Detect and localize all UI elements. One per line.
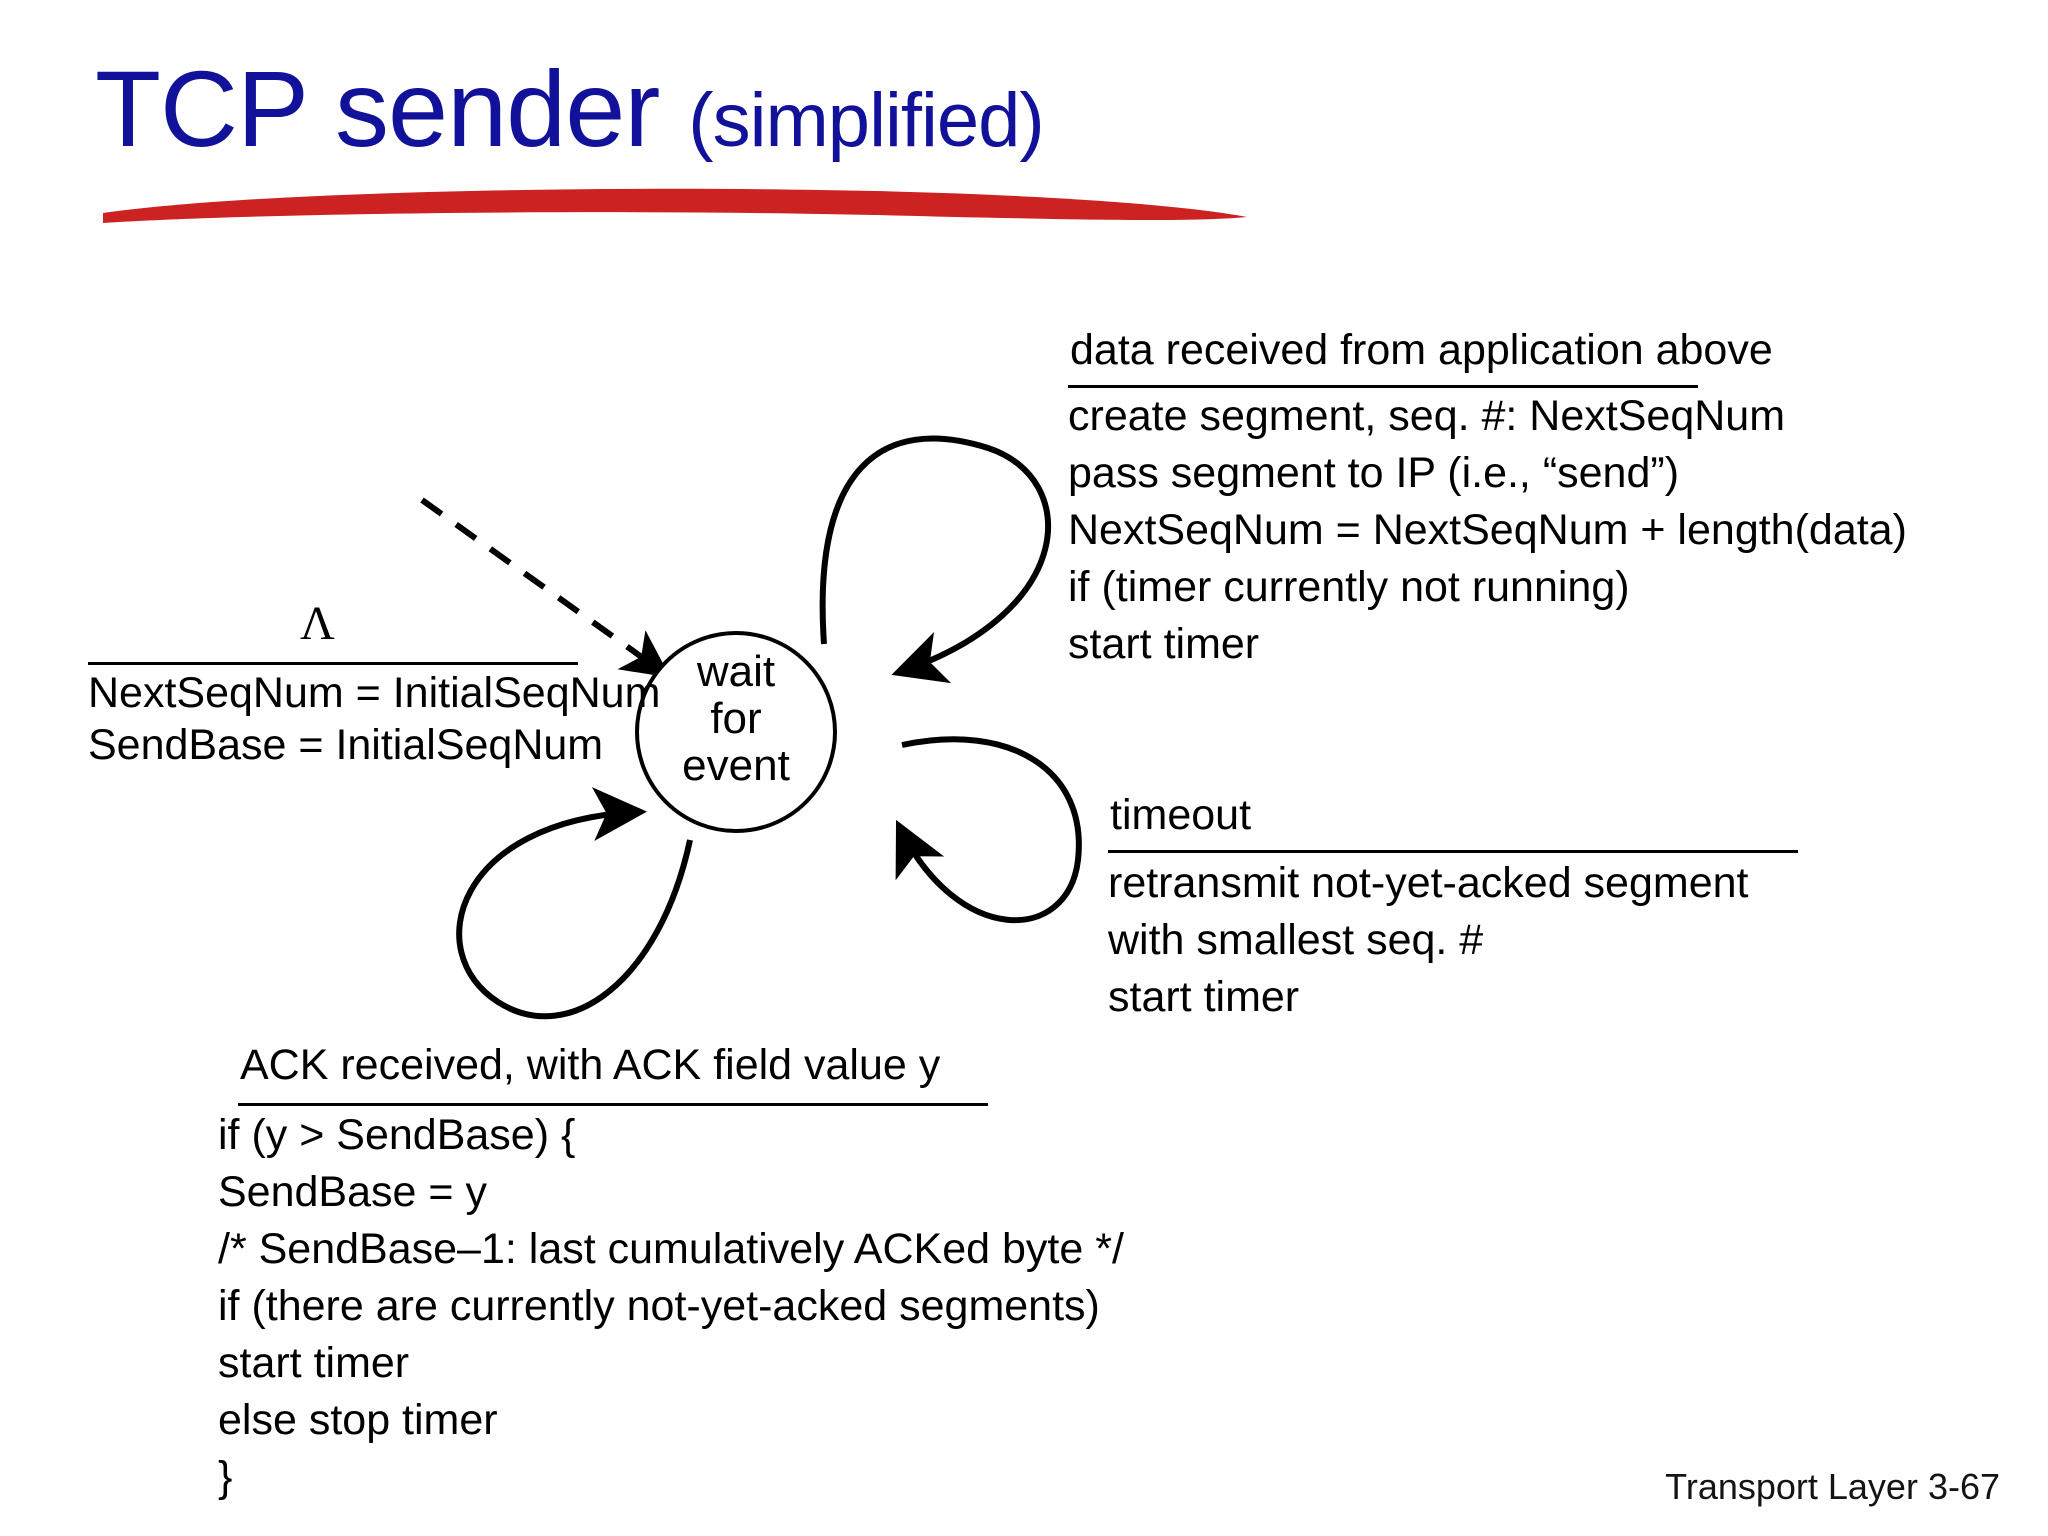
init-action-1: NextSeqNum = InitialSeqNum: [88, 669, 661, 717]
self-loop-timeout: [895, 736, 1082, 924]
title-underline-stroke: [103, 188, 1247, 223]
timeout-divider: [1108, 850, 1798, 853]
state-label-line-3: event: [682, 741, 790, 791]
timeout-action-3: start timer: [1108, 973, 1300, 1021]
self-loop-data-received: [819, 435, 1052, 684]
ack-received-action-5: start timer: [218, 1339, 410, 1387]
state-label: wait for event: [632, 648, 840, 789]
state-wait-for-event[interactable]: [632, 628, 840, 836]
data-received-action-4: if (timer currently not running): [1068, 563, 1630, 611]
data-received-action-1: create segment, seq. #: NextSeqNum: [1068, 392, 1786, 440]
title-subtitle: (simplified): [688, 78, 1044, 163]
data-received-action-2: pass segment to IP (i.e., “send”): [1068, 449, 1680, 497]
data-received-action-5: start timer: [1068, 620, 1260, 668]
timeout-action-1: retransmit not-yet-acked segment: [1108, 859, 1749, 907]
state-outline: [635, 631, 837, 833]
data-received-event: data received from application above: [1070, 326, 1773, 374]
page-title: TCP sender (simplified): [95, 55, 1395, 223]
initial-entry-arrow: [420, 497, 671, 678]
ack-received-action-2: SendBase = y: [218, 1168, 487, 1216]
title-main: TCP sender: [95, 48, 689, 169]
ack-received-action-7: }: [218, 1453, 233, 1501]
ack-received-action-6: else stop timer: [218, 1396, 498, 1444]
data-received-divider: [1068, 385, 1698, 388]
ack-received-event: ACK received, with ACK field value y: [240, 1041, 941, 1089]
timeout-action-2: with smallest seq. #: [1108, 916, 1484, 964]
timeout-event: timeout: [1110, 791, 1252, 839]
data-received-action-3: NextSeqNum = NextSeqNum + length(data): [1068, 506, 1907, 554]
ack-received-action-1: if (y > SendBase) {: [218, 1111, 576, 1159]
init-divider: [88, 662, 578, 665]
state-label-line-1: wait: [696, 647, 776, 696]
state-label-line-2: for: [710, 694, 762, 744]
ack-received-action-4: if (there are currently not-yet-acked se…: [218, 1282, 1100, 1330]
init-event-lambda: Λ: [300, 597, 335, 650]
init-action-2: SendBase = InitialSeqNum: [88, 721, 604, 769]
ack-received-action-3: /* SendBase–1: last cumulatively ACKed b…: [218, 1225, 1124, 1273]
self-loop-ack-received: [456, 787, 693, 1020]
slide-footer: Transport Layer 3-67: [1665, 1466, 2000, 1507]
title-text: TCP sender (simplified): [95, 55, 1045, 163]
ack-received-divider: [238, 1103, 988, 1106]
